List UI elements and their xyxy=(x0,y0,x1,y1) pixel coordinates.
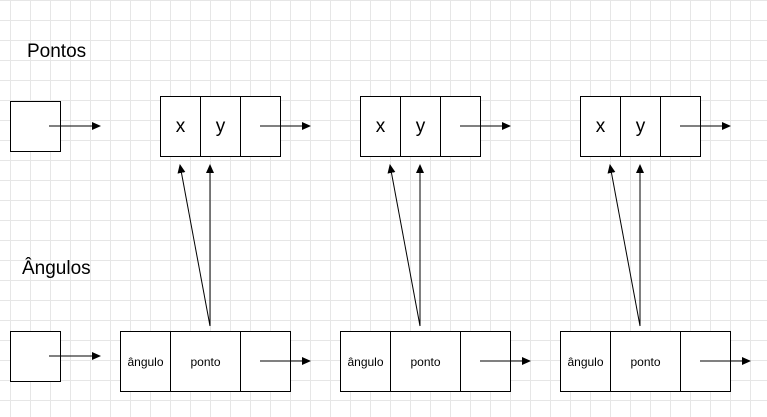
angle-point-field: ponto xyxy=(391,332,461,391)
point-x-field: x xyxy=(161,97,201,156)
angle-field: ângulo xyxy=(561,332,611,391)
point-y-field: y xyxy=(201,97,241,156)
point-x-field: x xyxy=(361,97,401,156)
point-y-field: y xyxy=(401,97,441,156)
point-y-field: y xyxy=(621,97,661,156)
angle-field: ângulo xyxy=(341,332,391,391)
angle-field: ângulo xyxy=(121,332,171,391)
pontos-label: Pontos xyxy=(27,41,87,62)
point-node: x y xyxy=(580,96,701,157)
ponto-ref-arrow-x xyxy=(387,164,421,327)
ponto-ref-arrow-x xyxy=(177,164,211,327)
ponto-ref-arrow-x xyxy=(607,164,641,327)
angulos-label: Ângulos xyxy=(22,258,91,279)
angle-point-field: ponto xyxy=(171,332,241,391)
angle-point-field: ponto xyxy=(611,332,681,391)
point-x-field: x xyxy=(581,97,621,156)
